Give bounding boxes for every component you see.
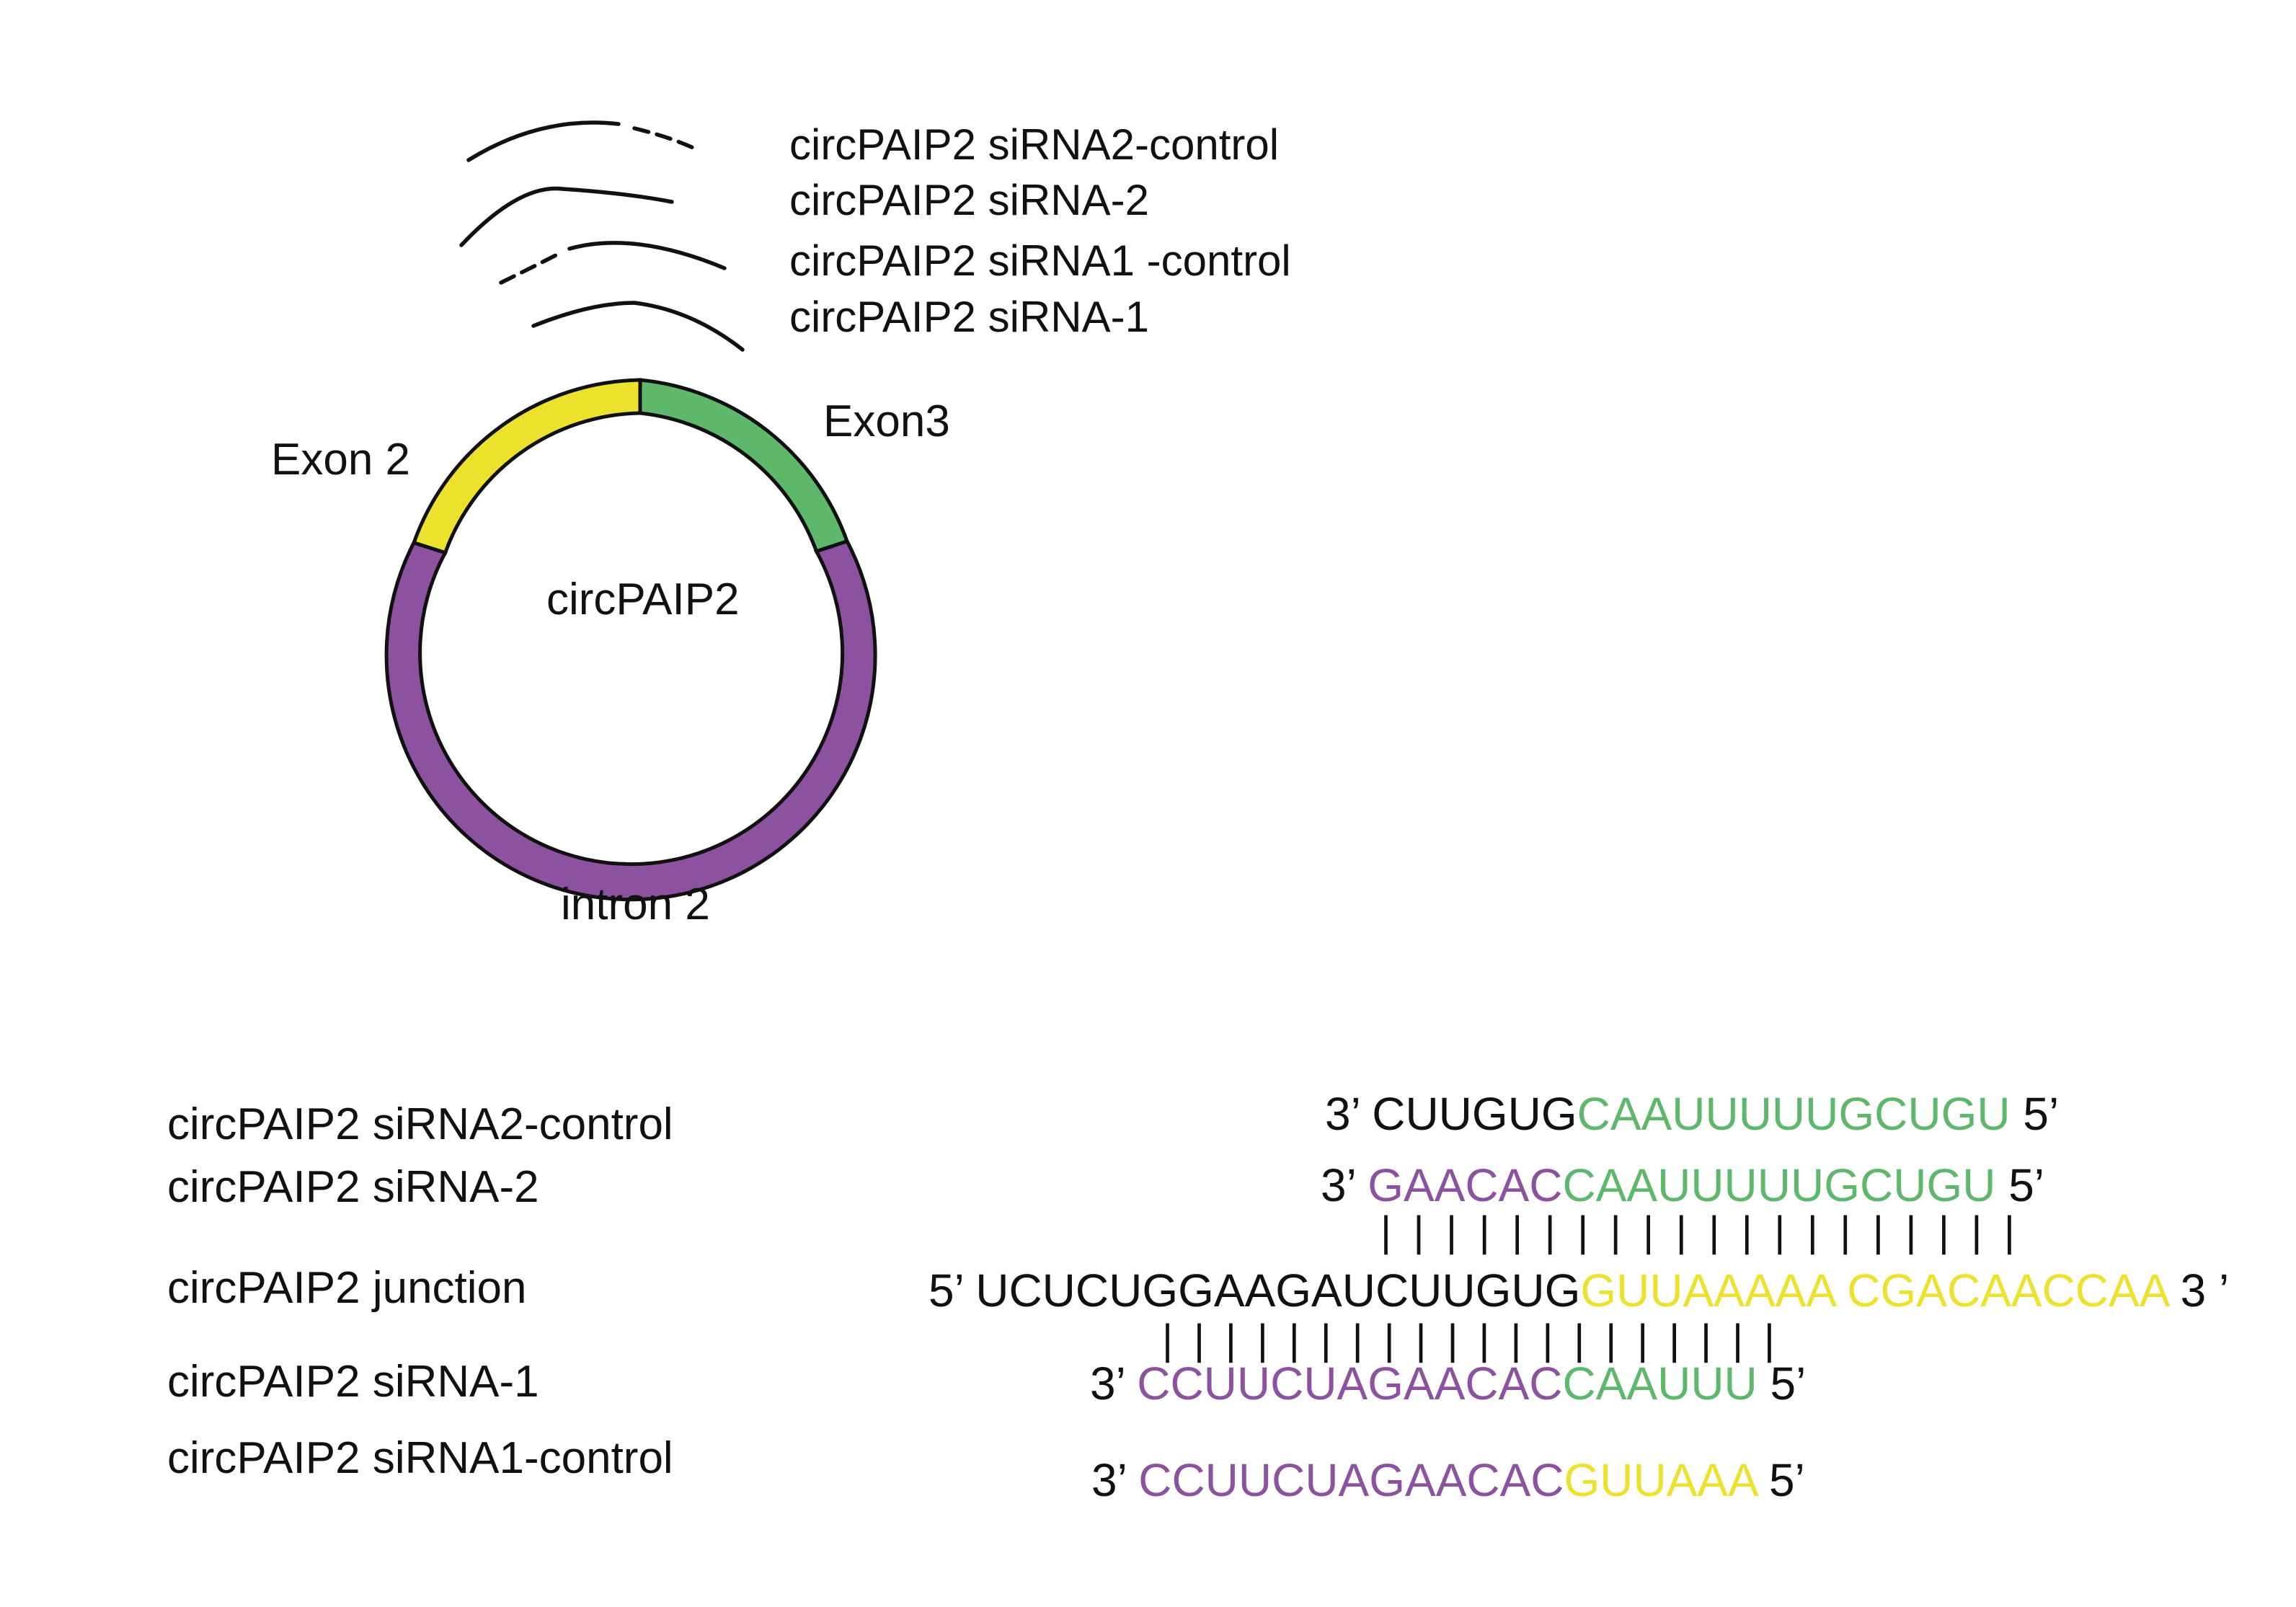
seq-junction: 5’ UCUCUGGAAGAUCUUGUGGUUAAAAA CGACAACCAA…: [928, 1265, 2229, 1316]
arc-sirna2-control: [466, 120, 700, 162]
exon3-label: Exon3: [823, 397, 950, 446]
arc-sirna1-control: [499, 241, 727, 285]
arc-sirna1: [531, 301, 745, 352]
seq-sirna1-start: 3’: [1090, 1358, 1137, 1409]
row-label-sirna2: circPAIP2 siRNA-2: [167, 1162, 539, 1212]
legend-sirna2: circPAIP2 siRNA-2: [789, 176, 1149, 224]
pairing-upper: | | | | | | | | | | | | | | | | | | | |: [1380, 1208, 2015, 1255]
seq-sirna2-control-part1: CUUGUG: [1372, 1088, 1577, 1140]
sirna-arcs: [459, 120, 745, 352]
circle-center-label: circPAIP2: [546, 575, 740, 624]
seq-sirna1-control-part1: CCUUCUAGAACAC: [1138, 1454, 1564, 1506]
legend-sirna2-control: circPAIP2 siRNA2-control: [789, 120, 1279, 169]
seq-sirna2-part1: GAACAC: [1368, 1159, 1562, 1211]
exon3-segment: [638, 378, 850, 554]
row-label-junction: circPAIP2 junction: [167, 1263, 527, 1313]
seq-sirna2: 3’ GAACACCAAUUUUUGCUGU 5’: [1321, 1159, 2044, 1211]
legend-sirna1: circPAIP2 siRNA-1: [789, 293, 1149, 341]
intron2-segment: [384, 539, 877, 902]
seq-sirna1-control-end: 5’: [1756, 1454, 1805, 1506]
row-label-sirna2-control: circPAIP2 siRNA2-control: [167, 1099, 673, 1149]
seq-sirna2-end: 5’: [1995, 1159, 2044, 1211]
arc-sirna2: [459, 186, 674, 247]
seq-sirna1-end: 5’: [1758, 1358, 1807, 1409]
seq-sirna1-control: 3’ CCUUCUAGAACACGUUAAA 5’: [1091, 1454, 1805, 1506]
seq-sirna2-control-part2: CAAUUUUUGCUGU: [1577, 1088, 2011, 1140]
seq-sirna2-control-end: 5’: [2011, 1088, 2060, 1140]
seq-sirna1-control-start: 3’: [1091, 1454, 1138, 1506]
pairing-lower: | | | | | | | | | | | | | | | | | | | |: [1162, 1316, 1775, 1363]
seq-sirna2-part2: CAAUUUUUGCUGU: [1563, 1159, 1996, 1211]
seq-sirna2-control-start: 3’: [1325, 1088, 1372, 1140]
seq-sirna1-part1: CCUUCUAGAACAC: [1137, 1358, 1562, 1409]
seq-sirna2-control: 3’ CUUGUGCAAUUUUUGCUGU 5’: [1325, 1088, 2059, 1140]
exon2-segment: [411, 378, 642, 555]
seq-sirna1: 3’ CCUUCUAGAACACCAAUUU 5’: [1090, 1358, 1806, 1409]
seq-sirna1-part2: CAAUUU: [1563, 1358, 1758, 1409]
row-label-sirna1-control: circPAIP2 siRNA1-control: [167, 1433, 673, 1483]
seq-junction-end: 3 ’: [2168, 1265, 2229, 1316]
legend-sirna1-control: circPAIP2 siRNA1 -control: [789, 236, 1291, 285]
row-label-sirna1: circPAIP2 siRNA-1: [167, 1357, 539, 1407]
seq-junction-part2: GUUAAAAA CGACAACCAA: [1580, 1265, 2170, 1316]
seq-junction-part1: UCUCUGGAAGAUCUUGUG: [975, 1265, 1580, 1316]
circrna-ring: [384, 378, 877, 902]
seq-junction-start: 5’: [928, 1265, 975, 1316]
seq-sirna1-control-part2: GUUAAA: [1564, 1454, 1760, 1506]
seq-sirna2-start: 3’: [1321, 1159, 1368, 1211]
intron2-label: intron 2: [561, 880, 710, 929]
exon2-label: Exon 2: [271, 435, 410, 484]
